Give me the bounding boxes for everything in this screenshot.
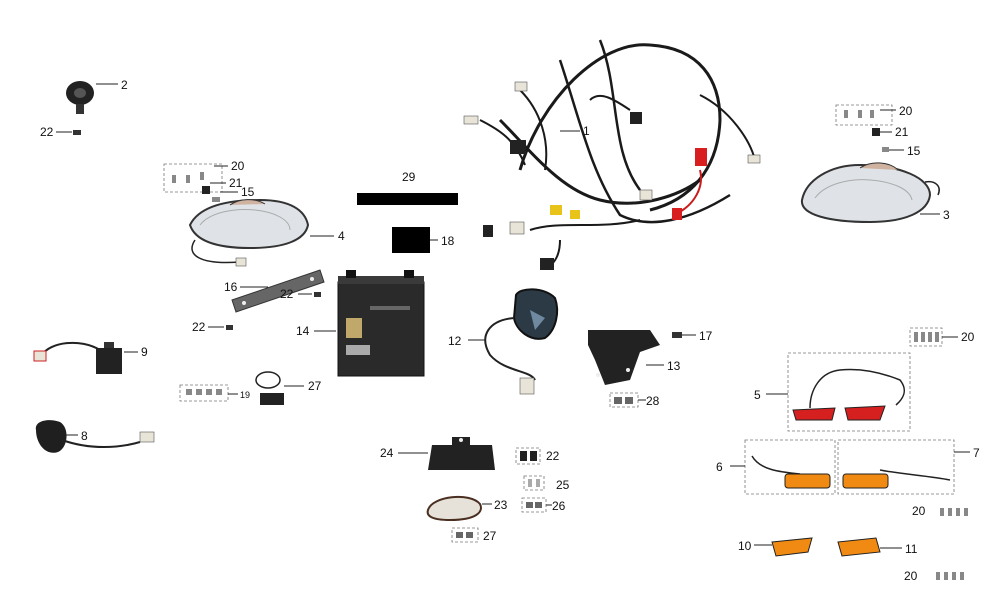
screws-set-icon (914, 332, 939, 342)
callout-12: 12 (448, 334, 462, 348)
callout-20-a: 20 (231, 159, 245, 173)
callout-18: 18 (441, 234, 455, 248)
callout-23: 23 (494, 498, 508, 512)
callout-5: 5 (754, 388, 761, 402)
callout-20-e: 20 (904, 569, 918, 583)
callout-20-d: 20 (912, 504, 926, 518)
callout-11: 11 (905, 542, 918, 556)
screws-set-icon (844, 110, 874, 118)
callout-16: 16 (224, 280, 238, 294)
callout-1: 1 (583, 124, 590, 138)
turn-signal-icon-left (751, 455, 831, 489)
screws-set-icon (940, 508, 968, 516)
callout-20-c: 20 (961, 330, 975, 344)
callout-22-d: 22 (546, 449, 560, 463)
side-reflector-icon-right (837, 537, 881, 557)
callout-22-b: 22 (280, 287, 294, 301)
mounting-strip-icon (231, 269, 325, 313)
callout-21-a: 21 (229, 176, 243, 190)
ignition-switch-icon (35, 420, 155, 453)
turn-signal-icon-right (842, 469, 951, 489)
callout-29: 29 (402, 170, 416, 184)
callout-6: 6 (716, 460, 723, 474)
callout-22-c: 22 (192, 320, 206, 334)
callout-17: 17 (699, 329, 713, 343)
callout-4: 4 (338, 229, 345, 243)
callout-22-a: 22 (40, 125, 54, 139)
callout-2: 2 (121, 78, 128, 92)
callout-15-b: 15 (907, 144, 921, 158)
screws-set-icon (186, 389, 222, 395)
relay-icon (33, 341, 122, 374)
headlight-icon-left (188, 198, 310, 267)
screws-set-icon (172, 172, 204, 183)
side-reflector-icon-left (771, 537, 813, 557)
headlight-icon-right (800, 162, 940, 224)
callout-20-b: 20 (899, 104, 913, 118)
callout-25: 25 (556, 478, 570, 492)
speedometer-icon (484, 288, 559, 395)
callout-21-b: 21 (895, 125, 909, 139)
part-29-strip (357, 193, 458, 205)
callout-19: 19 (240, 390, 250, 400)
callout-27-a: 27 (308, 379, 322, 393)
callout-27-b: 27 (483, 529, 497, 543)
tail-light-icon (426, 495, 482, 522)
callout-10: 10 (738, 539, 752, 553)
bracket-icon (588, 330, 660, 385)
callout-13: 13 (667, 359, 681, 373)
callout-15-a: 15 (241, 185, 255, 199)
callout-24: 24 (380, 446, 394, 460)
sensor-icon (255, 371, 284, 405)
part-18-pad (392, 227, 430, 253)
screw-icon (73, 130, 81, 135)
license-plate-bracket-icon (428, 437, 495, 470)
callout-3: 3 (943, 208, 950, 222)
callout-8: 8 (81, 429, 88, 443)
callout-9: 9 (141, 345, 148, 359)
callout-26: 26 (552, 499, 566, 513)
callout-14: 14 (296, 324, 310, 338)
rear-reflector-icon (792, 368, 906, 421)
horn-icon (66, 81, 94, 114)
callout-28: 28 (646, 394, 660, 408)
wire-harness-icon (463, 39, 761, 270)
screws-set-icon (936, 572, 964, 580)
battery-icon (337, 270, 425, 377)
callout-7: 7 (973, 446, 980, 460)
